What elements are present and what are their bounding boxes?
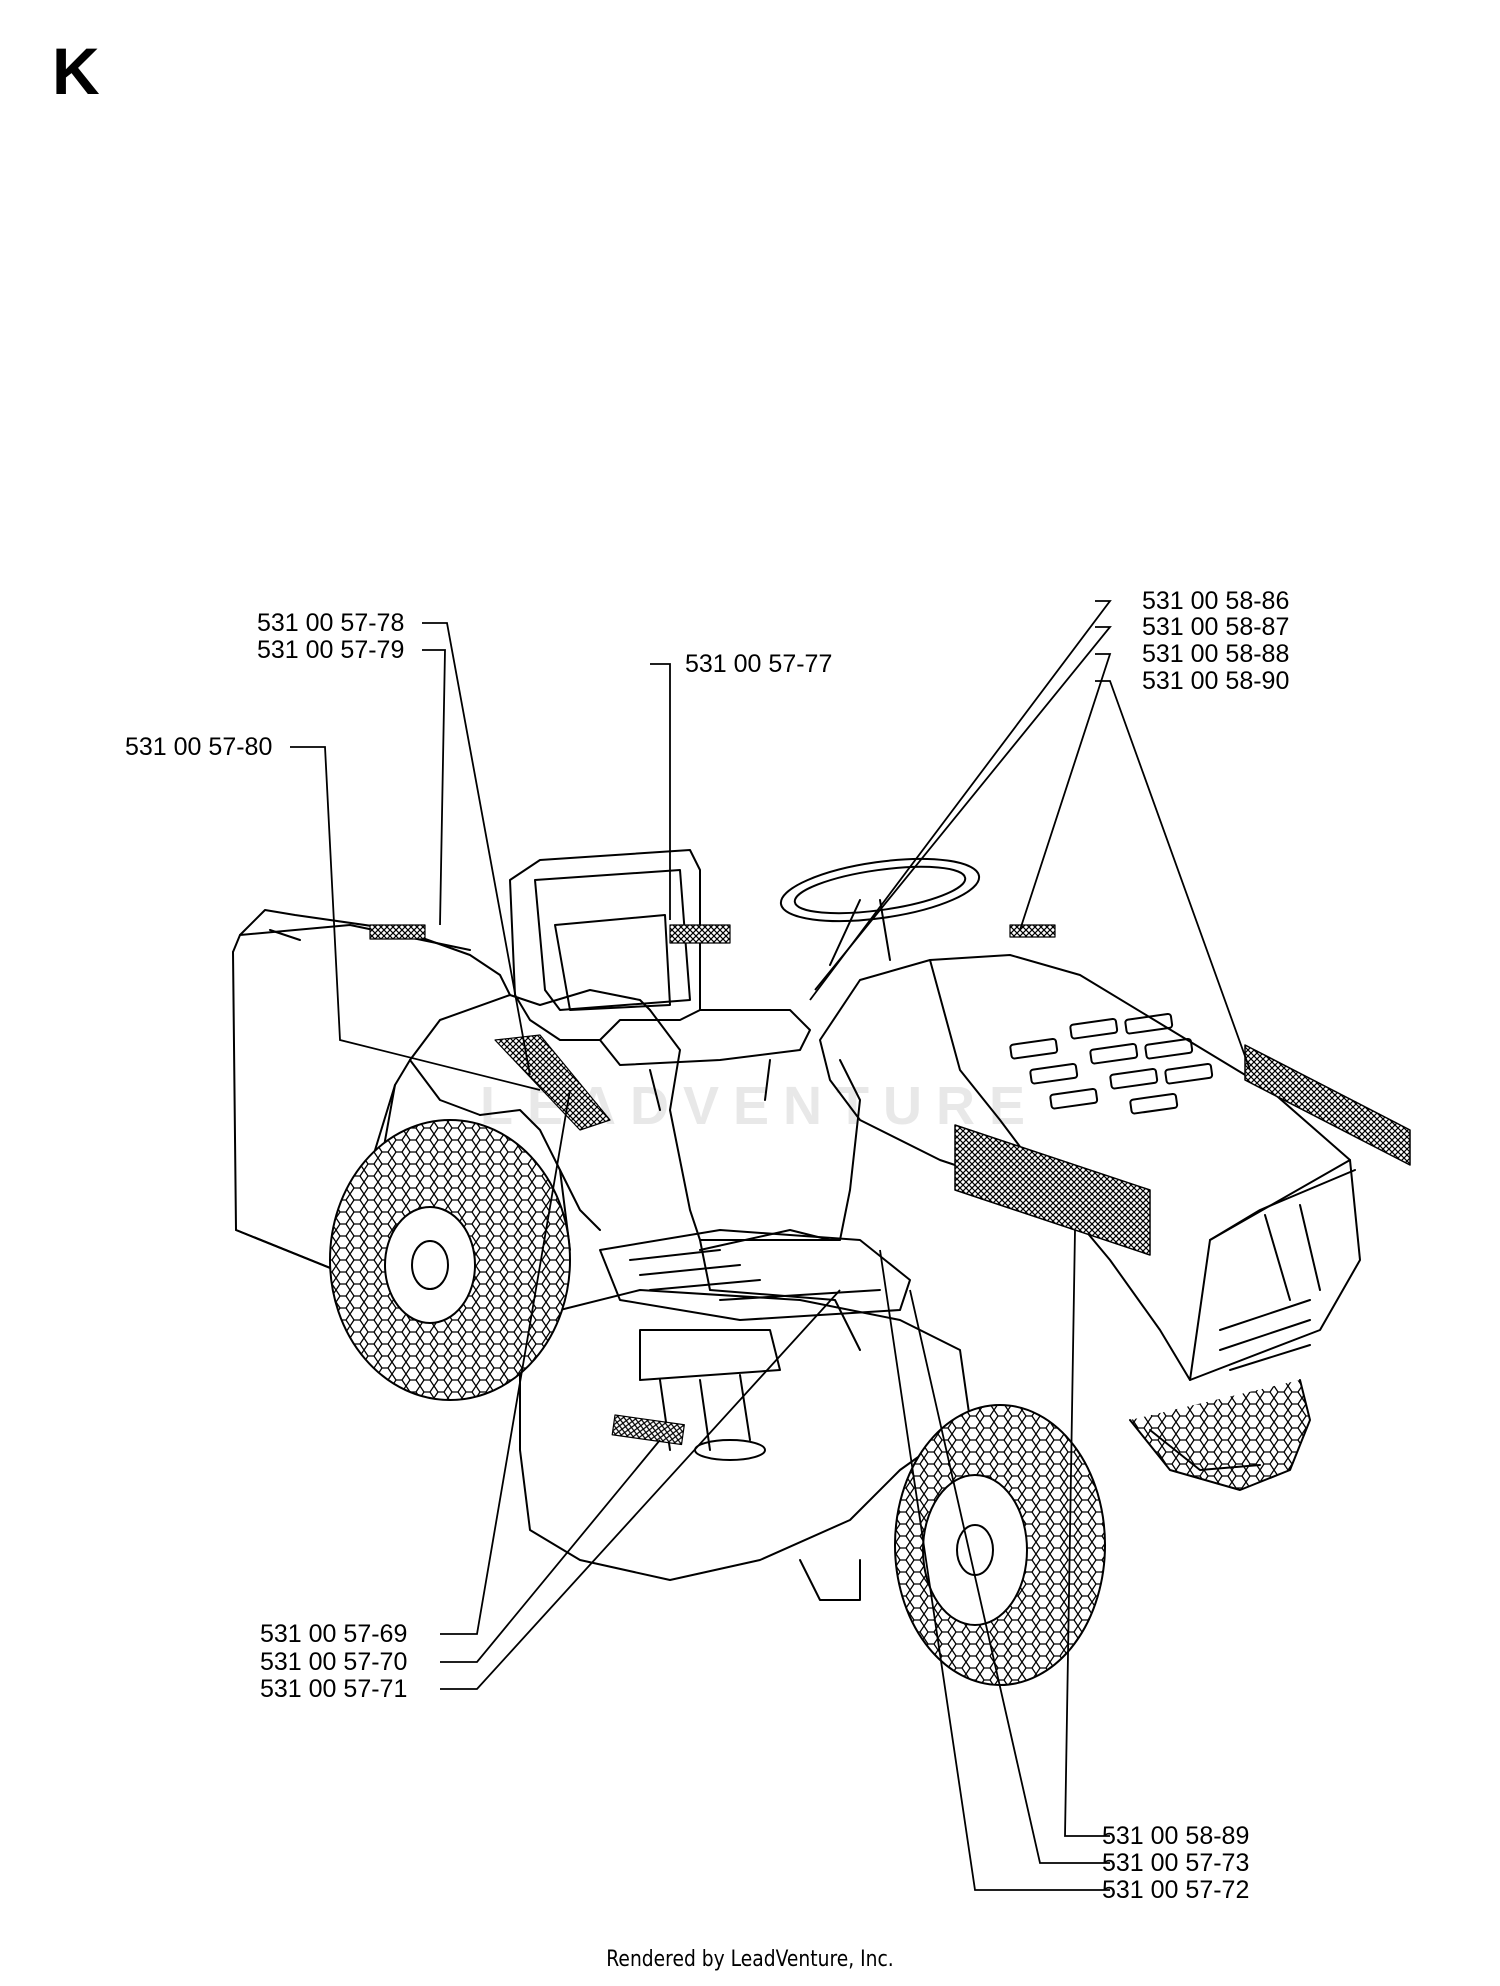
fender-decal xyxy=(494,1034,611,1131)
section-letter: K xyxy=(52,34,100,108)
front-wheel xyxy=(894,1404,1106,1686)
callout-531-00-57-73: 531 00 57-73 xyxy=(1102,1849,1250,1877)
callout-531-00-57-72: 531 00 57-72 xyxy=(1102,1876,1250,1904)
callout-531-00-57-70: 531 00 57-70 xyxy=(260,1648,408,1676)
footer-credit: Rendered by LeadVenture, Inc. xyxy=(606,1947,894,1972)
callout-531-00-57-78: 531 00 57-78 xyxy=(257,609,405,637)
callout-531-00-57-71: 531 00 57-71 xyxy=(260,1675,408,1703)
hood-front-decal xyxy=(1244,1044,1411,1166)
callout-531-00-58-89: 531 00 58-89 xyxy=(1102,1822,1250,1850)
callout-531-00-58-87: 531 00 58-87 xyxy=(1142,613,1290,641)
leader-lines xyxy=(290,600,1251,1891)
callout-531-00-57-80: 531 00 57-80 xyxy=(125,733,273,761)
callout-531-00-57-77: 531 00 57-77 xyxy=(685,650,833,678)
deck-decal xyxy=(611,1414,685,1446)
front-wheel-right xyxy=(1129,1379,1311,1491)
callout-531-00-58-90: 531 00 58-90 xyxy=(1142,667,1290,695)
steering-wheel xyxy=(779,857,981,966)
callout-531-00-57-79: 531 00 57-79 xyxy=(257,636,405,664)
callout-531-00-58-86: 531 00 58-86 xyxy=(1142,587,1290,615)
hood xyxy=(819,954,1411,1381)
foot-platform xyxy=(599,1229,911,1321)
collector-decal xyxy=(369,924,426,940)
callout-531-00-57-69: 531 00 57-69 xyxy=(260,1620,408,1648)
callout-531-00-58-88: 531 00 58-88 xyxy=(1142,640,1290,668)
rear-wheel xyxy=(329,1119,571,1401)
rear-body xyxy=(409,989,861,1351)
seat-decal xyxy=(669,924,731,944)
hood-side-decal xyxy=(954,1124,1151,1256)
seat xyxy=(509,849,811,1111)
dash-decal xyxy=(1009,924,1056,938)
